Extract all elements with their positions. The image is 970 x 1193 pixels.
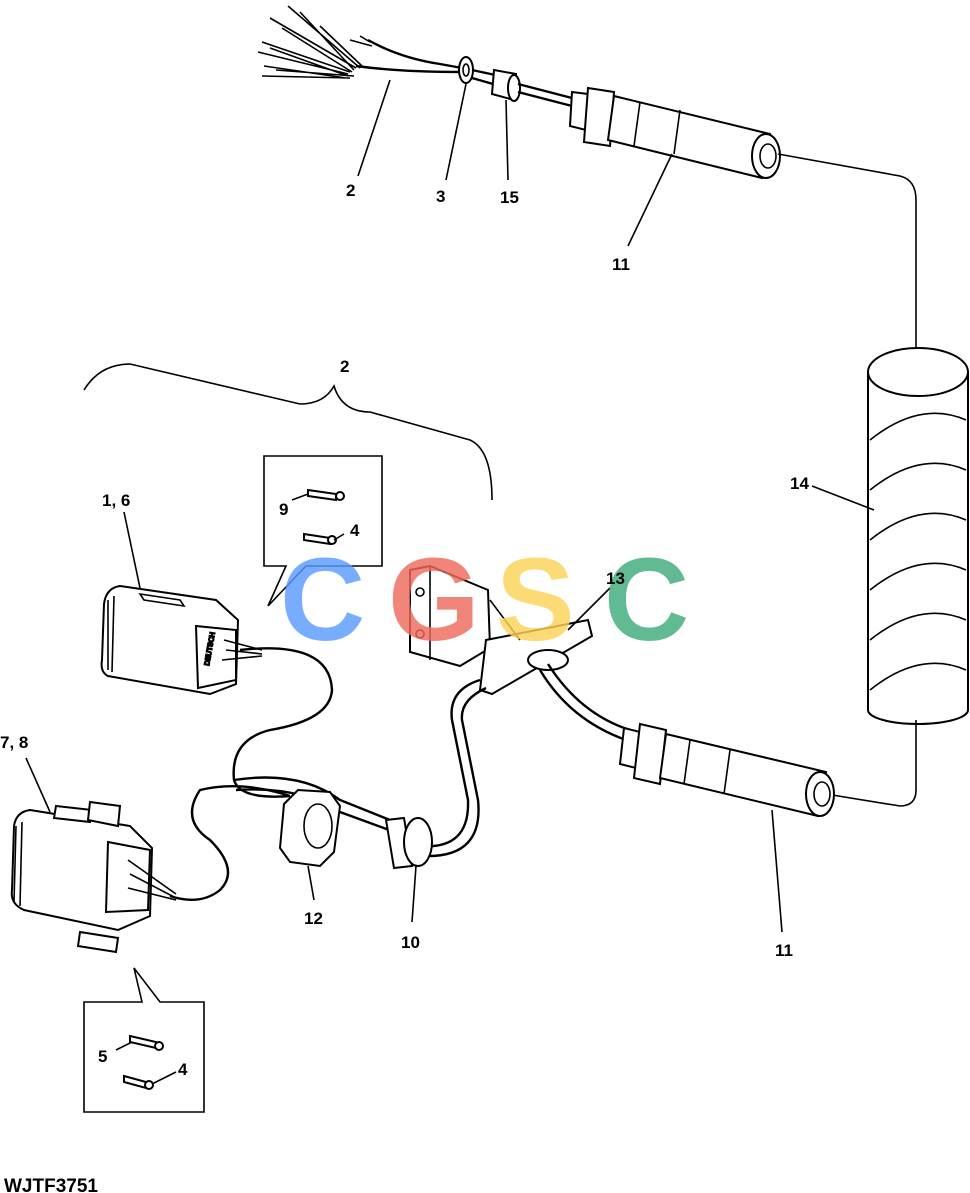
callout-2-bracket: 2	[340, 357, 349, 376]
hardware-box-upper	[263, 455, 383, 607]
grommet	[490, 68, 573, 108]
callout-11-bottom: 11	[775, 941, 793, 960]
callout-4-upper: 4	[350, 521, 360, 540]
upper-sensor-lead	[777, 153, 917, 400]
callout-14: 14	[790, 474, 809, 493]
hardware-box-lower	[83, 967, 205, 1113]
watermark-letter-g: G	[388, 534, 480, 666]
nut	[278, 788, 342, 868]
leader-lines	[25, 79, 875, 1085]
watermark: C G S C	[280, 534, 689, 666]
callout-3: 3	[436, 187, 445, 206]
callout-10: 10	[401, 933, 420, 952]
watermark-letter-c2: C	[604, 534, 689, 666]
callout-13: 13	[606, 569, 625, 588]
connector-1-6: DEUTSCH	[100, 584, 263, 696]
cable-clip	[458, 56, 474, 84]
lower-sensor-wires	[538, 663, 631, 742]
bulkhead-grommet	[384, 816, 433, 870]
callout-12: 12	[304, 909, 323, 928]
harness-brace	[83, 363, 493, 501]
watermark-letter-c1: C	[280, 534, 365, 666]
callout-7-8: 7, 8	[0, 733, 28, 752]
callout-4-lower: 4	[178, 1060, 188, 1079]
loose-wire-ends	[257, 5, 463, 79]
watermark-letter-s: S	[496, 534, 575, 666]
bracket-grommet	[527, 649, 569, 671]
callout-15: 15	[500, 188, 519, 207]
figure-id: WJTF3751	[4, 1176, 98, 1193]
mounting-bracket	[409, 564, 594, 696]
spiral-conduit	[825, 347, 969, 807]
callout-11-top: 11	[612, 255, 630, 274]
lower-sensor	[618, 722, 835, 818]
callout-1-6: 1, 6	[102, 491, 130, 510]
callout-5: 5	[98, 1047, 107, 1066]
connector-7-8	[10, 800, 177, 954]
callout-9: 9	[279, 500, 288, 519]
upper-sensor	[568, 86, 781, 180]
callout-2-top: 2	[346, 181, 355, 200]
